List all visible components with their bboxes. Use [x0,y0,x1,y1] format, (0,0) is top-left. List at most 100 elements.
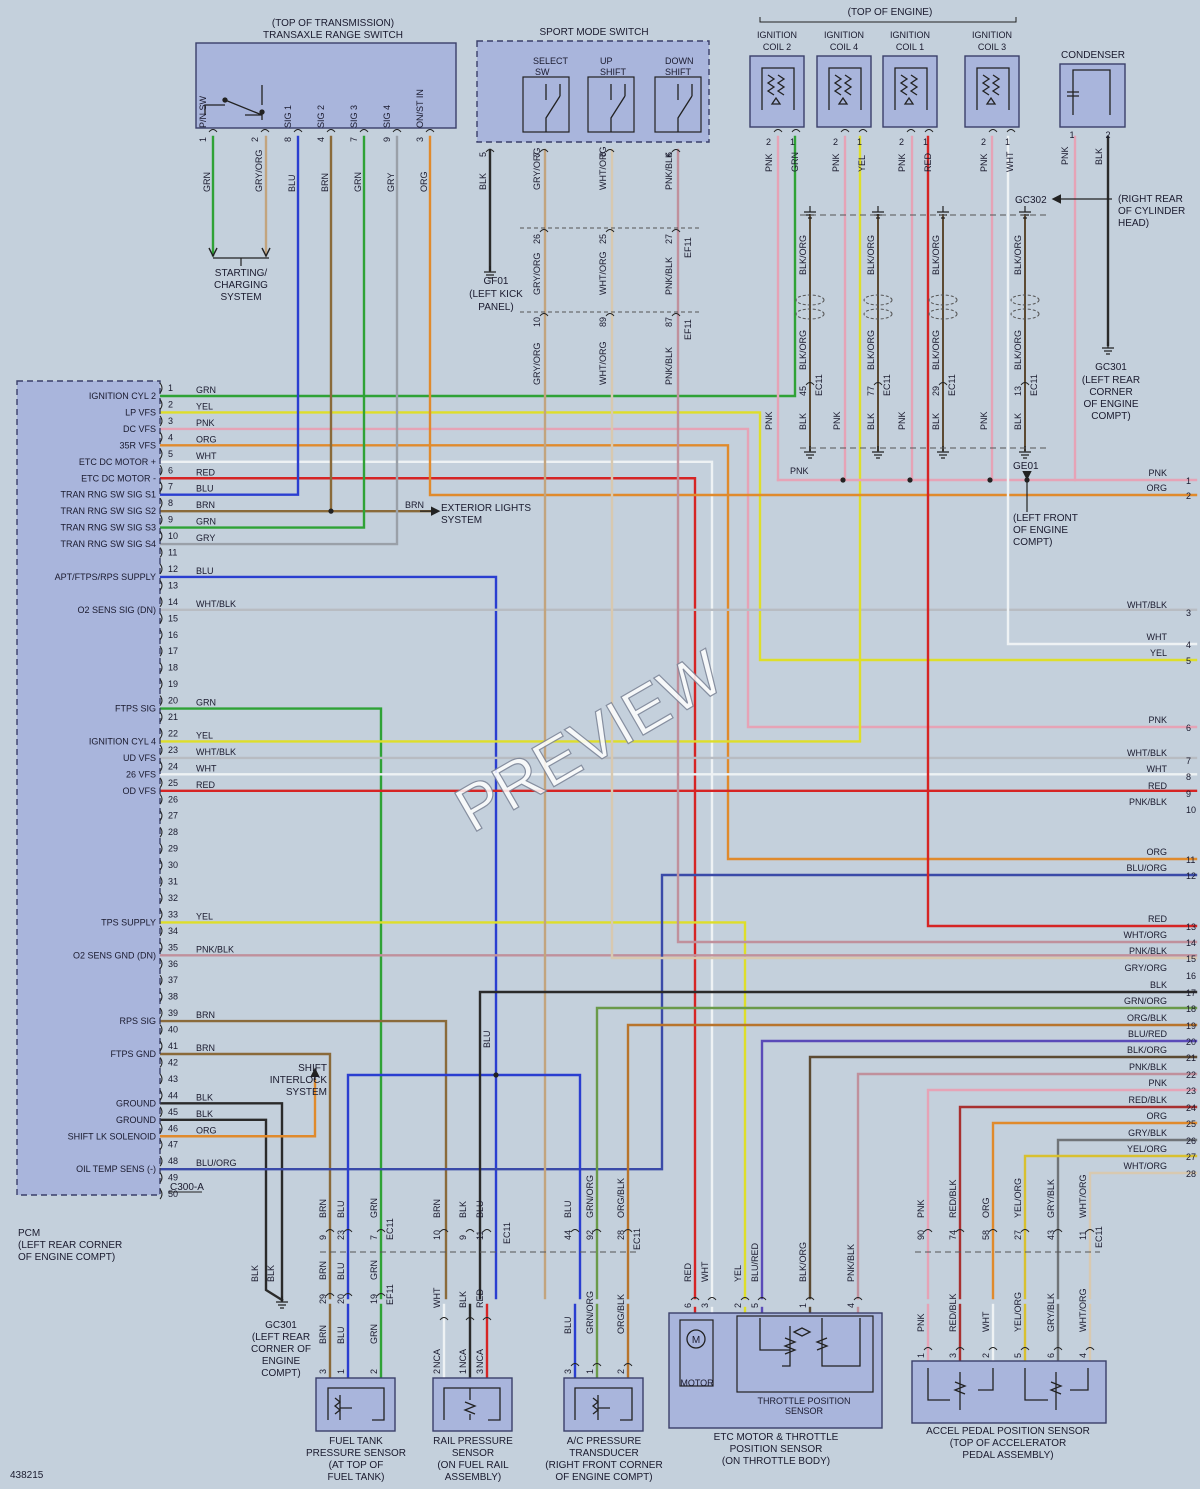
sensor-pcm-pin: 9 [458,1235,468,1240]
ac-title3: (RIGHT FRONT CORNER [545,1460,662,1471]
wire-pcm-33 [158,921,747,1300]
gc301-bottom-desc4: COMPT) [261,1368,300,1379]
pcm-pin-name-33: TPS SUPPLY [101,917,156,927]
connector-mark [376,1229,386,1233]
pcm-pin-num-37: 37 [168,975,178,985]
rail-nca-2: NCA [475,1349,485,1368]
ac-title4: OF ENGINE COMPT) [555,1472,652,1483]
pcm-pin-name-23: UD VFS [123,753,156,763]
pcm-pin-num-38: 38 [168,992,178,1002]
wire-pcm-6 [158,477,697,1300]
connector-mark [1020,1347,1030,1351]
pcm-pin-num-20: 20 [168,696,178,706]
ignition-coil-1 [816,55,872,128]
trs-pin-num-3: 3 [415,137,425,142]
coil-wire2-3: WHT [1005,151,1015,172]
trs-switch-symbol [204,85,265,120]
sport-mid-color-8: WHT/ORG [598,252,608,296]
connector-mark [1020,1229,1030,1233]
gc301-top-ground: GC301 (LEFT REAR CORNER OF ENGINE COMPT) [1082,362,1140,422]
edge-color-7: WHT/BLK [1127,748,1167,758]
pcm-pin-num-44: 44 [168,1090,178,1100]
ge01-desc1: (LEFT FRONT [1013,513,1078,524]
right-edge-connectors: 1PNK2ORG3WHT/BLK4WHT5YEL6PNK7WHT/BLK8WHT… [1124,468,1197,1179]
sensor-pcm-pin: 74 [948,1230,958,1240]
sensor-top-label: PNK [916,1199,926,1218]
edge-color-17: BLK [1150,980,1167,990]
edge-color-21: BLK/ORG [1127,1045,1167,1055]
sport-wire-color-8: WHT/ORG [598,147,608,191]
pcm-pin-num-10: 10 [168,531,178,541]
pcm-pin-name-24: 26 VFS [126,769,156,779]
gc302-desc2: OF CYLINDER [1118,206,1185,217]
sensor-pcm-pin: 90 [916,1230,926,1240]
connector-mark [439,1229,449,1233]
pcm-pin-num-32: 32 [168,893,178,903]
pcm-pin-mark [159,843,163,854]
connector-mark [690,1297,700,1301]
gc302-label: GC302 [1015,195,1047,206]
edge-num-9: 9 [1186,789,1191,799]
fuel-tank-title2: PRESSURE SENSOR [306,1448,406,1459]
pcm-pin-num-47: 47 [168,1140,178,1150]
accel-low-5: WHT/ORG [1078,1289,1088,1333]
fuel-tank-title4: FUEL TANK) [327,1472,384,1483]
rail-low-1: BLK [458,1291,468,1308]
pcm-pin-color-5: WHT [196,451,217,461]
edge-num-22: 22 [1186,1070,1196,1080]
coil-blk-2: BLK [931,413,941,430]
connector-mark [988,129,998,133]
gf01-ground: GF01 (LEFT KICK PANEL) [469,276,523,313]
pcm-pin-num-28: 28 [168,827,178,837]
edge-num-8: 8 [1186,772,1191,782]
accel-low-1: RED/BLK [948,1293,958,1332]
sport-pin-6: 6 [664,152,674,157]
coil-wire1-2: PNK [897,153,907,172]
pcm-pin-mark [159,958,163,970]
pcm-pin-color-10: GRY [196,533,215,543]
coil-name-0: COIL 2 [763,42,791,52]
etc-wire-5: PNK/BLK [846,1244,856,1282]
connector-mark [539,313,549,317]
edge-color-26: GRY/BLK [1128,1128,1167,1138]
pcm-pin-mark [159,497,163,509]
wire-edge-25 [991,1121,1198,1300]
coil-gnd-color2-2: BLK/ORG [931,330,941,370]
connector-mark [924,129,934,133]
pcm-pin-mark [159,1073,163,1085]
connector-mark [465,1317,475,1321]
coil-gnd-color2-3: BLK/ORG [1013,330,1023,370]
ground-icon [276,1296,288,1309]
etc-wire-4: BLK/ORG [798,1242,808,1282]
wire-pcm-10 [158,135,399,546]
wire-pcm-2 [158,411,1198,662]
ac-title1: A/C PRESSURE [567,1436,642,1447]
sensor-top-label: BLU [475,1200,485,1218]
connector-mark [671,149,681,153]
top-of-engine-label: (TOP OF ENGINE) [848,7,933,18]
etc-title2: POSITION SENSOR [730,1444,823,1455]
coil-gnd-color-2: BLK/ORG [931,235,941,275]
sensor-top-label: ORG/BLK [616,1178,626,1218]
connector-mark [605,229,615,233]
accel-low-4: GRY/BLK [1046,1293,1056,1332]
edge-num-5: 5 [1186,656,1191,666]
pcm-pin-mark [159,793,163,805]
ground-icon [804,206,816,219]
gc301-top-desc2: CORNER [1089,387,1132,398]
etc-pin-2: 2 [733,1303,743,1308]
pcm-pin-color-48: BLU/ORG [196,1158,237,1168]
pcm: C300-A PCM (LEFT REAR CORNER OF ENGINE C… [16,380,237,1263]
accel-title1: ACCEL PEDAL POSITION SENSOR [926,1426,1090,1437]
coil-wire2-2: RED [923,152,933,172]
coil-title-0: IGNITION [757,30,797,40]
sport-switch-symbols [545,84,693,132]
fuel-low-color-0: BRN [318,1325,328,1344]
shift-interlock-line1: SHIFT [298,1063,327,1074]
coil-ec11-2: EC11 [947,374,957,396]
connector-mark [485,149,495,153]
edge-color-23: PNK [1148,1078,1167,1088]
coil-gnd-color-1: BLK/ORG [866,235,876,275]
wire-pcm-12 [158,575,498,1300]
connector-mark [359,129,369,133]
